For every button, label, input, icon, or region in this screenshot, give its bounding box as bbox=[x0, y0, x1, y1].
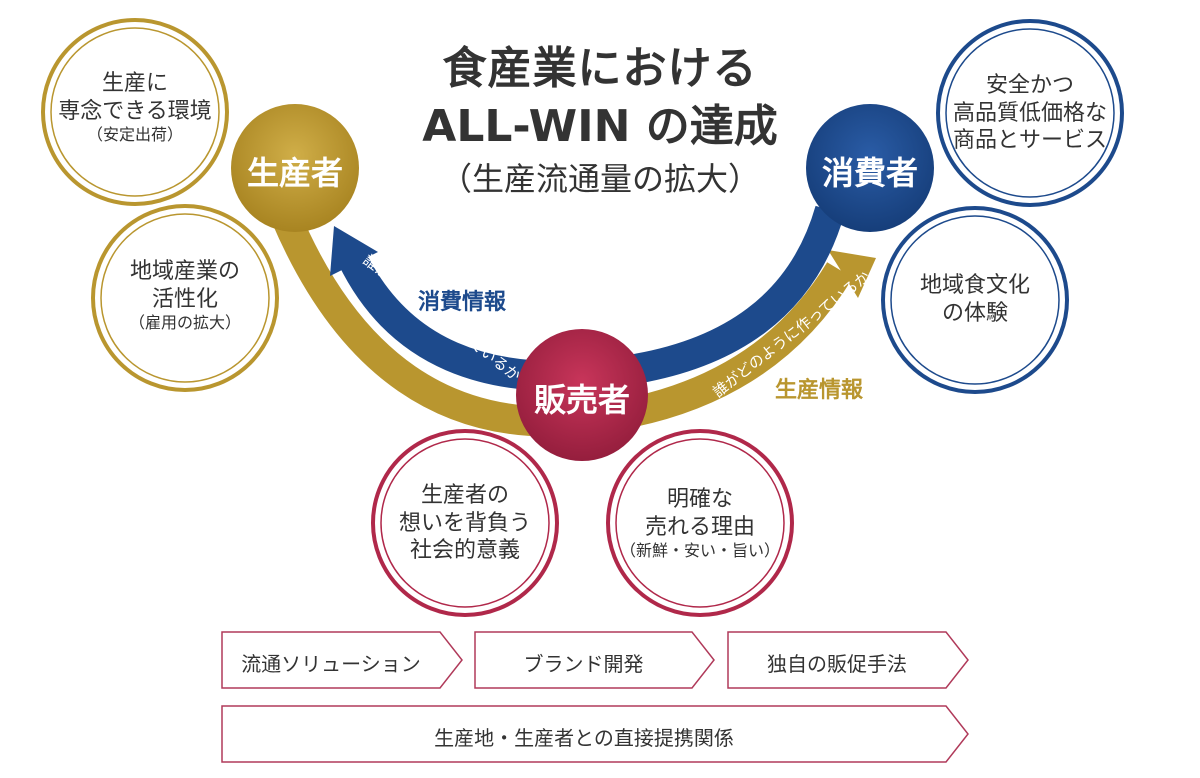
producer-info-arrowhead bbox=[828, 250, 876, 298]
page-title: 食産業における ALL-WIN の達成 （生産流通量の拡大） bbox=[360, 40, 840, 202]
solution-label-3: 独自の販促手法 bbox=[767, 652, 907, 676]
seller-bubble-2 bbox=[606, 429, 794, 617]
consumer-info-arrowhead bbox=[330, 226, 378, 276]
bubble-line: 社会的意義 bbox=[409, 538, 520, 563]
bubble-line: 安全かつ bbox=[985, 73, 1074, 98]
bubble-note: （新鮮・安い・旨い） bbox=[619, 541, 780, 560]
bubble-note: （雇用の拡大） bbox=[128, 313, 241, 332]
bubble-line: 明確な bbox=[666, 487, 733, 512]
bubble-line: 高品質低価格な bbox=[952, 100, 1107, 126]
title-line-1: 食産業における bbox=[442, 43, 758, 94]
consumer-bubble-1 bbox=[936, 19, 1124, 207]
solution-label-1: 流通ソリューション bbox=[241, 652, 421, 676]
seller-node bbox=[516, 329, 648, 461]
consumer-bubble-2 bbox=[881, 206, 1069, 394]
seller-label: 販売者 bbox=[533, 381, 630, 419]
bubble-note: （安定出荷） bbox=[86, 125, 183, 144]
producer-info-label: 生産情報 bbox=[775, 378, 864, 403]
consumer-bubble-2-text: 地域食文化 の体験 bbox=[885, 272, 1065, 327]
consumer-bubble-1-text: 安全かつ 高品質低価格な 商品とサービス bbox=[940, 72, 1120, 155]
bubble-line: 商品とサービス bbox=[952, 128, 1107, 153]
producer-bubble-2-text: 地域産業の 活性化 （雇用の拡大） bbox=[95, 258, 275, 333]
title-line-3: （生産流通量の拡大） bbox=[439, 160, 760, 198]
solution-chevron-2 bbox=[474, 631, 715, 689]
bubble-line: 地域食文化 bbox=[919, 273, 1030, 298]
bubble-line: の体験 bbox=[941, 300, 1008, 326]
title-line-2: ALL-WIN の達成 bbox=[422, 101, 778, 152]
consumer-node bbox=[806, 104, 934, 232]
bubble-line: 想いを背負う bbox=[398, 510, 531, 536]
producer-bubble-2 bbox=[91, 204, 279, 392]
bubble-line: 活性化 bbox=[151, 286, 218, 312]
producer-bubble-1-text: 生産に 専念できる環境 （安定出荷） bbox=[45, 70, 225, 145]
bubble-line: 売れる理由 bbox=[644, 514, 755, 540]
bubble-line: 専念できる環境 bbox=[58, 98, 212, 124]
foundation-chevron bbox=[221, 705, 969, 763]
bubble-line: 生産に bbox=[101, 71, 168, 96]
seller-bubble-1-text: 生産者の 想いを背負う 社会的意義 bbox=[375, 482, 555, 565]
solution-chevron-1 bbox=[221, 631, 463, 689]
producer-node bbox=[231, 104, 359, 232]
seller-bubble-2-text: 明確な 売れる理由 （新鮮・安い・旨い） bbox=[610, 486, 790, 561]
bubble-line: 地域産業の bbox=[129, 259, 240, 284]
foundation-label: 生産地・生産者との直接提携関係 bbox=[434, 726, 734, 750]
solution-label-2: ブランド開発 bbox=[523, 652, 644, 676]
producer-bubble-1 bbox=[41, 18, 229, 206]
producer-label: 生産者 bbox=[246, 154, 343, 192]
solution-chevron-3 bbox=[727, 631, 969, 689]
seller-bubble-1 bbox=[371, 429, 559, 617]
consumer-label: 消費者 bbox=[821, 154, 918, 192]
bubble-line: 生産者の bbox=[420, 483, 509, 508]
consumer-info-label: 消費情報 bbox=[418, 290, 507, 315]
